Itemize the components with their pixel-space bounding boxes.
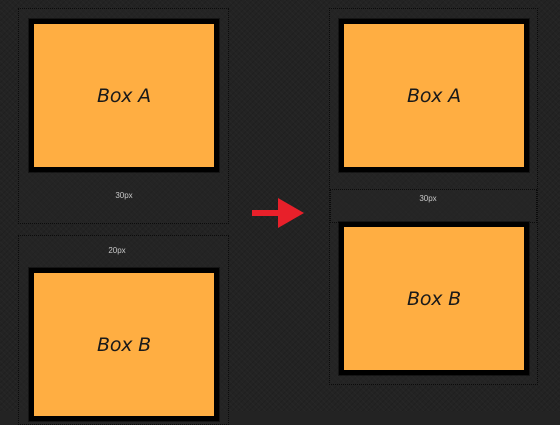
margin-b-label: 20px — [108, 246, 126, 255]
box-a-before: Box A — [29, 19, 219, 172]
box-b-before-label: Box B — [97, 333, 151, 356]
box-b-after-label: Box B — [407, 287, 461, 310]
box-a-after: Box A — [339, 19, 529, 172]
collapsed-margin-label: 30px — [419, 194, 437, 203]
box-a-after-label: Box A — [407, 84, 461, 107]
margin-a-label: 30px — [115, 191, 133, 200]
box-a-before-label: Box A — [97, 84, 151, 107]
box-b-after: Box B — [339, 222, 529, 375]
arrow-right-icon — [252, 198, 304, 228]
box-b-before: Box B — [29, 268, 219, 421]
